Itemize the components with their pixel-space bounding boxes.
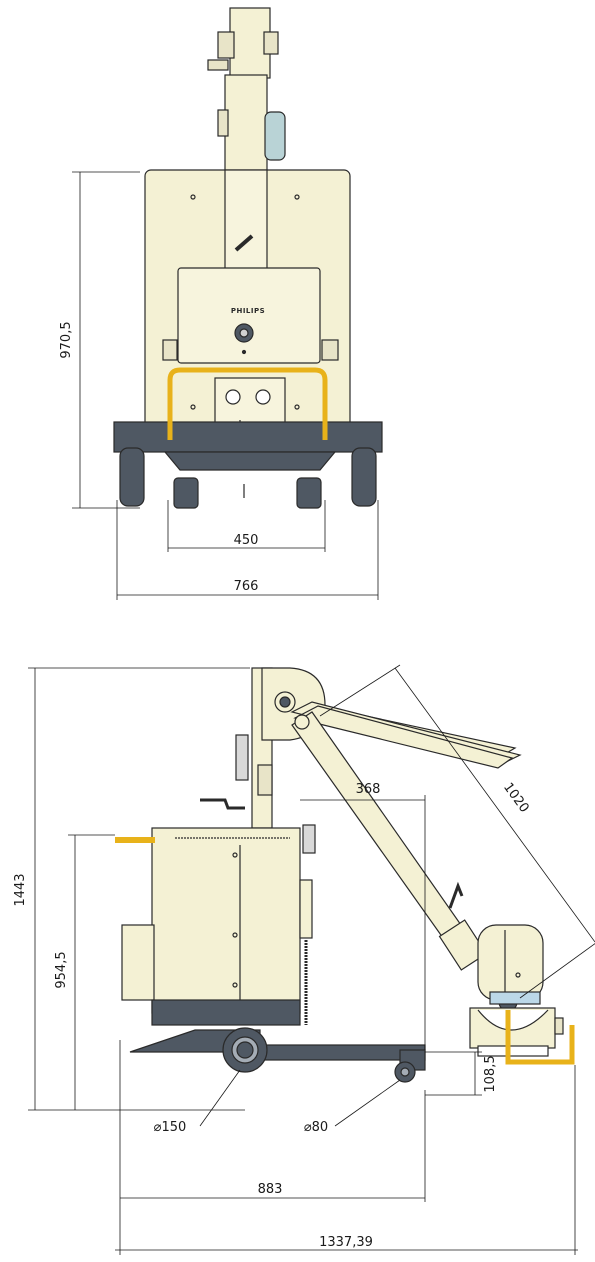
cabinet-screw — [232, 932, 238, 938]
collimator-knob — [554, 1017, 564, 1035]
pivot-core — [279, 696, 291, 708]
collimator-window — [477, 1009, 549, 1031]
mast-top — [229, 7, 271, 79]
side-dimensions — [28, 664, 595, 1255]
front-view — [113, 7, 383, 509]
handle-plate — [214, 377, 286, 427]
dim-label-clearance: 108,5 — [483, 1055, 498, 1092]
side-knob-left — [162, 339, 178, 361]
caster-right — [296, 477, 322, 509]
screw-icon — [294, 404, 300, 410]
screw-icon — [190, 194, 196, 200]
dim-label-body-height: 954,5 — [54, 951, 69, 988]
dim-label-track: 450 — [234, 533, 259, 548]
rear-wheel-left — [119, 447, 145, 507]
leader-rear-wheel — [199, 1069, 241, 1127]
cabinet-screw — [232, 982, 238, 988]
tube-screw — [515, 972, 521, 978]
mast-clip — [217, 109, 229, 137]
mast-lever — [234, 234, 254, 252]
screw-icon — [190, 404, 196, 410]
arm-lever — [448, 881, 464, 909]
side-knob-right — [321, 339, 339, 361]
arm-outline — [293, 705, 514, 769]
front-dimensions — [72, 171, 379, 600]
leader-front-wheel — [334, 1079, 401, 1127]
cabinet-screw — [232, 852, 238, 858]
side-base-upper — [151, 999, 301, 1026]
control-panel — [177, 267, 321, 364]
front-wheel-hub — [400, 1067, 410, 1077]
dim-label-width: 766 — [234, 579, 259, 594]
dim-label-total-length: 1337,39 — [319, 1235, 373, 1250]
rear-wheel-axle — [236, 1041, 254, 1059]
base-lower — [163, 451, 337, 471]
side-view — [121, 667, 564, 1083]
dim-label-rear-wheel: ⌀150 — [154, 1120, 187, 1135]
mast-side-unit — [264, 111, 286, 161]
dim-label-offset: 368 — [356, 782, 381, 797]
cabinet-lever — [200, 798, 245, 810]
grip-icon — [255, 389, 271, 405]
mast-front — [224, 169, 268, 271]
rear-wheel-right — [351, 447, 377, 507]
screw-icon — [294, 194, 300, 200]
dim-line-arm — [394, 667, 595, 943]
dim-label-height: 970,5 — [59, 321, 74, 358]
rear-block — [121, 924, 155, 1001]
mast-latch — [207, 59, 229, 71]
collimator-ring — [489, 991, 541, 1005]
collimator-base — [477, 1045, 549, 1057]
dim-label-total-height: 1443 — [13, 873, 28, 906]
side-cabinet — [151, 827, 301, 1014]
caster-left — [173, 477, 199, 509]
tube-handle — [505, 1010, 575, 1065]
ext-line — [519, 943, 595, 999]
mast-connector — [257, 764, 273, 796]
ext-line — [319, 664, 401, 717]
front-handle — [167, 367, 328, 440]
side-knob — [302, 824, 316, 854]
dim-label-arm: 1020 — [500, 780, 532, 816]
dim-label-front-wheel: ⌀80 — [304, 1120, 328, 1135]
cable-hook — [299, 879, 313, 939]
grip-icon — [225, 389, 241, 405]
dim-label-base: 883 — [258, 1182, 283, 1197]
mast-knob-left — [217, 31, 235, 59]
brand-label: PHILIPS — [231, 307, 265, 315]
arm-joint — [438, 919, 488, 971]
indicator-icon — [241, 349, 247, 355]
mast-knob-right — [263, 31, 279, 55]
arm-pivot-icon — [294, 714, 310, 730]
base-frame — [113, 421, 383, 453]
mast-grip — [235, 734, 249, 781]
key-switch-core — [239, 328, 249, 338]
